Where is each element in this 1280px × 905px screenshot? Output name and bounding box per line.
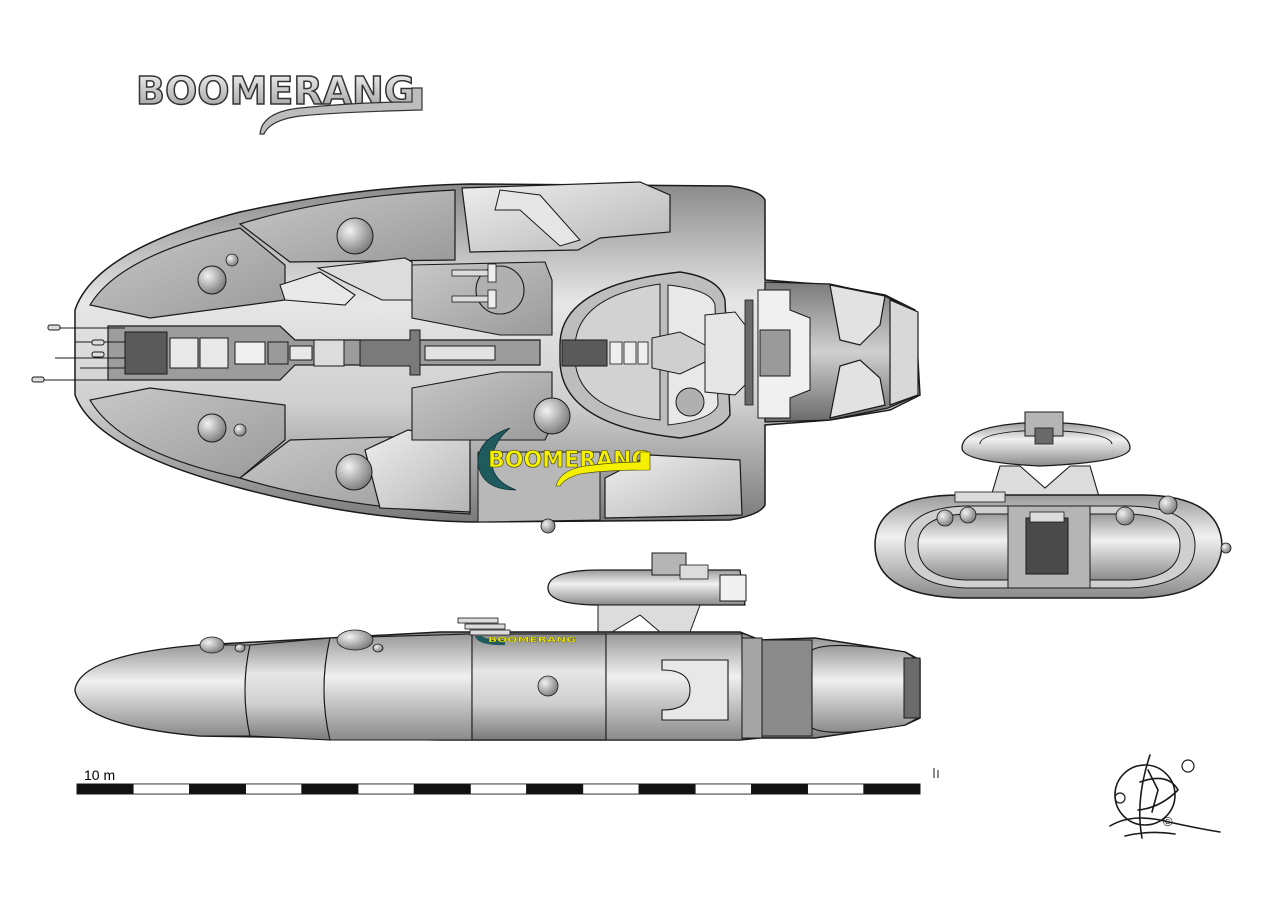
side-saddle-block bbox=[651, 552, 687, 576]
top-engine-plate-upper bbox=[829, 284, 886, 346]
scale-segment bbox=[751, 783, 809, 795]
title-swoosh bbox=[259, 87, 423, 135]
rear-upper-box bbox=[954, 491, 1006, 503]
hull-logo-crescent bbox=[477, 427, 517, 491]
rear-dome-1 bbox=[936, 509, 954, 527]
top-panel-lower-front bbox=[89, 387, 286, 479]
rear-body-panel-right bbox=[1089, 513, 1181, 581]
top-spine-segment-7 bbox=[424, 345, 496, 361]
artist-signature: © bbox=[1109, 754, 1221, 839]
side-saddle bbox=[547, 569, 746, 606]
top-panel-upper-front bbox=[89, 227, 286, 319]
scale-segment bbox=[526, 783, 584, 795]
scale-segment bbox=[582, 783, 640, 795]
side-engine-nozzle bbox=[903, 657, 921, 719]
top-dome-8 bbox=[540, 518, 556, 534]
top-engine-plate-lower bbox=[829, 359, 886, 419]
top-cockpit-seat-2 bbox=[623, 341, 637, 365]
side-pylon bbox=[597, 604, 701, 633]
side-engine bbox=[811, 644, 919, 733]
side-dome-1 bbox=[199, 636, 225, 654]
top-dome-2 bbox=[197, 265, 227, 295]
top-twin-guns bbox=[451, 263, 497, 309]
scale-segment bbox=[76, 783, 134, 795]
scale-segment bbox=[638, 783, 696, 795]
signature-copyright: © bbox=[1163, 814, 1173, 829]
side-band-2 bbox=[761, 639, 813, 737]
side-nose-cone bbox=[74, 644, 251, 737]
scale-segment bbox=[357, 783, 415, 795]
top-spine-segment-5 bbox=[289, 345, 313, 361]
top-nose-antennas bbox=[31, 324, 125, 383]
side-band-1 bbox=[741, 637, 763, 739]
side-u-bracket bbox=[661, 659, 729, 721]
side-logo-text: BOOMERANG bbox=[488, 636, 576, 644]
side-dome-4 bbox=[372, 643, 384, 653]
top-cockpit-seat-3 bbox=[637, 341, 649, 365]
top-view: BOOMERANG bbox=[31, 181, 921, 534]
rear-body-panel-left bbox=[917, 513, 1009, 581]
side-antenna-rack bbox=[457, 617, 511, 636]
scale-segment bbox=[863, 783, 921, 795]
side-section-1 bbox=[244, 637, 331, 741]
top-spine-segment-2 bbox=[199, 337, 229, 369]
side-saddle-end bbox=[719, 574, 747, 602]
top-cockpit-console bbox=[561, 339, 608, 367]
title-text: BOOMERANG bbox=[136, 69, 415, 113]
top-dome-6 bbox=[335, 453, 373, 491]
hull-logo-text: BOOMERANG bbox=[488, 448, 650, 473]
rear-center-hatch-top bbox=[1029, 511, 1065, 523]
side-logo-crescent bbox=[475, 636, 505, 646]
side-saddle-tab bbox=[679, 564, 709, 580]
scale-bar: 10 m bbox=[76, 767, 939, 795]
top-rear-bracket bbox=[704, 311, 746, 396]
side-section-2 bbox=[323, 633, 473, 741]
scale-segment bbox=[132, 783, 190, 795]
rear-dome-2 bbox=[959, 506, 977, 524]
rear-top-mount-core bbox=[1034, 427, 1054, 445]
title-logo: BOOMERANG bbox=[135, 68, 423, 135]
scale-segment bbox=[301, 783, 359, 795]
rear-center-hatch bbox=[1025, 517, 1069, 575]
top-dome-7 bbox=[533, 397, 571, 435]
top-spine-segment-1 bbox=[169, 337, 199, 369]
scale-segment bbox=[413, 783, 471, 795]
side-view: BOOMERANG bbox=[74, 552, 921, 741]
scale-segment bbox=[807, 783, 865, 795]
top-nose-block bbox=[124, 331, 168, 375]
scale-segment bbox=[188, 783, 246, 795]
hull-logo-swoosh bbox=[555, 451, 651, 487]
top-rear-strut-1 bbox=[744, 299, 754, 406]
scale-segment bbox=[694, 783, 752, 795]
top-panel-upper-3 bbox=[494, 189, 581, 247]
top-spine-segment-6 bbox=[313, 339, 345, 367]
top-cockpit-seat-1 bbox=[609, 341, 623, 365]
top-dome-3 bbox=[225, 253, 239, 267]
top-rear-core bbox=[759, 329, 791, 377]
top-dome-5 bbox=[233, 423, 247, 437]
rear-dome-3 bbox=[1115, 506, 1135, 526]
hull-logo: BOOMERANG bbox=[477, 427, 651, 491]
top-port-hatch bbox=[675, 387, 705, 417]
top-panel-wing-lower bbox=[364, 429, 471, 513]
top-panel-wing-upper bbox=[279, 271, 356, 306]
side-dome-3 bbox=[336, 629, 374, 651]
top-panel-lower-rear2 bbox=[477, 451, 601, 523]
side-dome-2 bbox=[234, 643, 246, 653]
scale-segment bbox=[245, 783, 303, 795]
rear-side-knob bbox=[1220, 542, 1232, 554]
scale-label: 10 m bbox=[84, 767, 115, 783]
top-engine-nozzle bbox=[889, 299, 919, 406]
scale-segments bbox=[76, 783, 921, 795]
top-spine-segment-4 bbox=[267, 341, 289, 365]
top-spine-cross bbox=[359, 329, 421, 376]
side-porthole bbox=[537, 675, 559, 697]
top-dome-1 bbox=[336, 217, 374, 255]
top-dome-4 bbox=[197, 413, 227, 443]
scale-segment bbox=[469, 783, 527, 795]
top-spine-segment-3 bbox=[234, 341, 266, 365]
rear-view bbox=[874, 411, 1232, 599]
rear-dome-4 bbox=[1158, 495, 1178, 515]
